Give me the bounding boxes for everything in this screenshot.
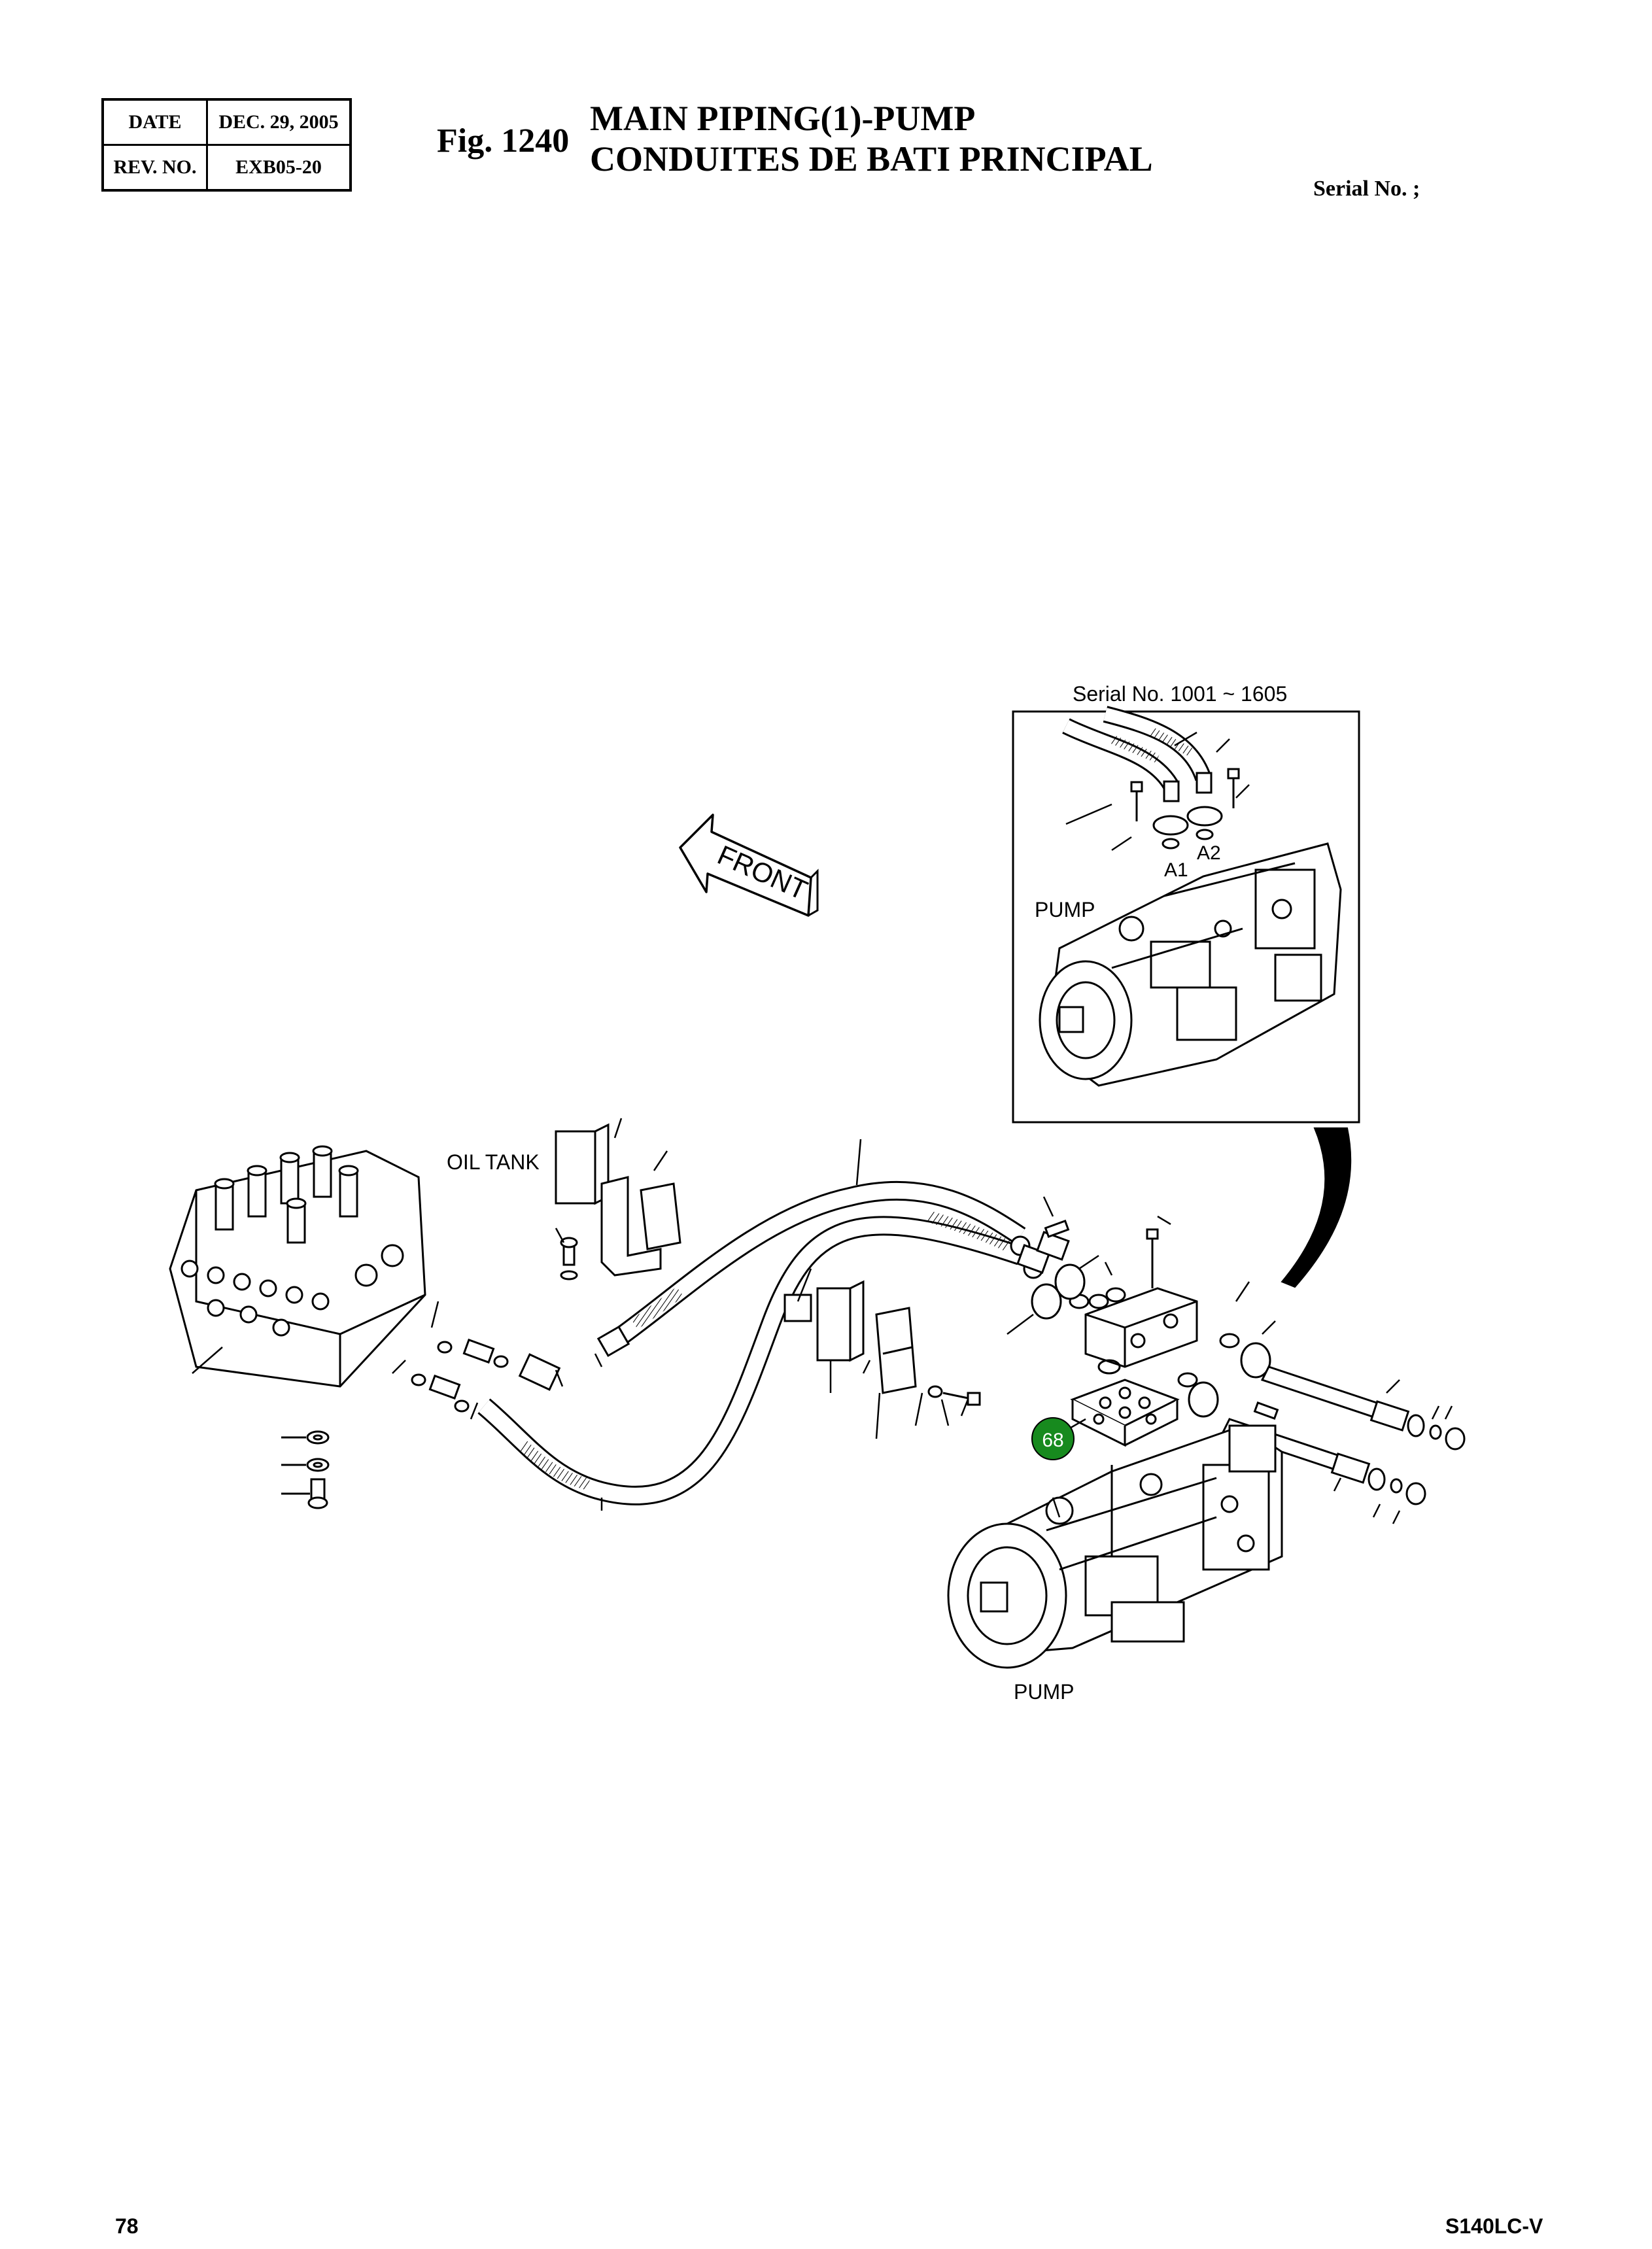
pump-adapter-plate: [1070, 1379, 1180, 1447]
detail-pointer-arrow: [1281, 1127, 1352, 1288]
callout-68-marker[interactable]: [1031, 1417, 1075, 1460]
main-hoses: [477, 1180, 1026, 1505]
front-arrow: FRONT: [679, 814, 819, 917]
valve-mount-hardware: [281, 1430, 330, 1509]
serial-number-label: Serial No. ;: [1313, 177, 1420, 201]
title-english: MAIN PIPING(1)-PUMP: [590, 99, 976, 138]
fastener-bolts: [1044, 1220, 1279, 1420]
inset-pump: [1039, 842, 1342, 1087]
inset-flanges: [1152, 806, 1223, 850]
pump-label: PUMP: [1014, 1680, 1074, 1704]
date-value: DEC. 29, 2005: [206, 98, 352, 146]
figure-number: Fig. 1240: [437, 122, 570, 160]
inset-pump-label: PUMP: [1035, 898, 1095, 921]
flange-orings: [1069, 1287, 1240, 1388]
split-flanges: [1031, 1263, 1271, 1418]
delivery-pipes: [1221, 1365, 1466, 1505]
inset-detail: Serial No. 1001 ~ 1605 A1 A2 PUMP: [1012, 682, 1360, 1124]
pump-flange-block: [1084, 1228, 1198, 1368]
oil-tank-brackets: [555, 1123, 917, 1394]
leader-lines: [192, 731, 1453, 1524]
page-number: 78: [115, 2214, 139, 2238]
oil-tank-label: OIL TANK: [447, 1150, 540, 1174]
title-french: CONDUITES DE BATI PRINCIPAL: [590, 139, 1153, 179]
inset-hoses: [1062, 706, 1213, 802]
valve-ports: [181, 1244, 404, 1337]
callout-68[interactable]: 68: [1031, 1417, 1075, 1460]
rev-label: REV. NO.: [101, 144, 208, 192]
inset-port-a2: A2: [1197, 842, 1221, 864]
valve-spools: [214, 1145, 359, 1244]
valve-fittings: [411, 1338, 561, 1413]
callout-68-number: 68: [1042, 1430, 1063, 1451]
hose-end-fittings: [596, 1231, 1070, 1358]
revision-table: DATE DEC. 29, 2005 REV. NO. EXB05-20: [101, 98, 352, 192]
main-pump: [947, 1424, 1283, 1669]
inset-port-a1: A1: [1164, 859, 1188, 881]
date-label: DATE: [101, 98, 208, 146]
bracket-bolts: [560, 1237, 981, 1406]
control-valve: [169, 1145, 426, 1388]
inset-serial-range: Serial No. 1001 ~ 1605: [1073, 682, 1287, 706]
inset-bolts: [1130, 768, 1240, 821]
model-code: S140LC-V: [1445, 2214, 1543, 2238]
rev-value: EXB05-20: [206, 144, 352, 192]
